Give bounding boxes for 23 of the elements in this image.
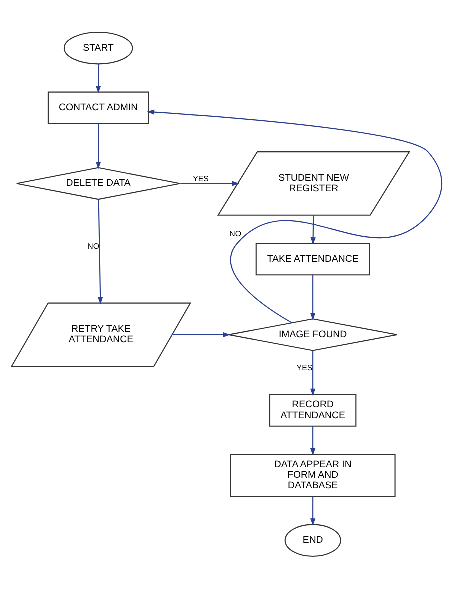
node-diamond: DELETE DATA — [16, 167, 181, 200]
node-box: DATA APPEAR IN FORM AND DATABASE — [230, 454, 396, 498]
edge-label: YES — [296, 364, 313, 373]
edge-label: NO — [230, 229, 242, 238]
node-box: RECORD ATTENDANCE — [269, 394, 357, 427]
edge-label: YES — [193, 174, 209, 184]
arrow — [96, 124, 102, 170]
arrow — [172, 332, 231, 338]
node-box: CONTACT ADMIN — [48, 92, 150, 124]
edge-label: NO — [88, 242, 100, 251]
arrow — [180, 181, 240, 186]
arrow — [310, 216, 316, 245]
node-ellipse: END — [284, 524, 342, 558]
arrow — [96, 64, 102, 94]
arrow — [310, 351, 316, 396]
arrow — [310, 496, 316, 526]
arrow — [147, 110, 443, 324]
arrow — [310, 276, 316, 321]
node-diamond: IMAGE FOUND — [228, 318, 398, 352]
node-box: TAKE ATTENDANCE — [256, 242, 370, 276]
node-ellipse: START — [64, 32, 134, 65]
arrow — [310, 426, 316, 456]
arrow — [98, 200, 104, 305]
